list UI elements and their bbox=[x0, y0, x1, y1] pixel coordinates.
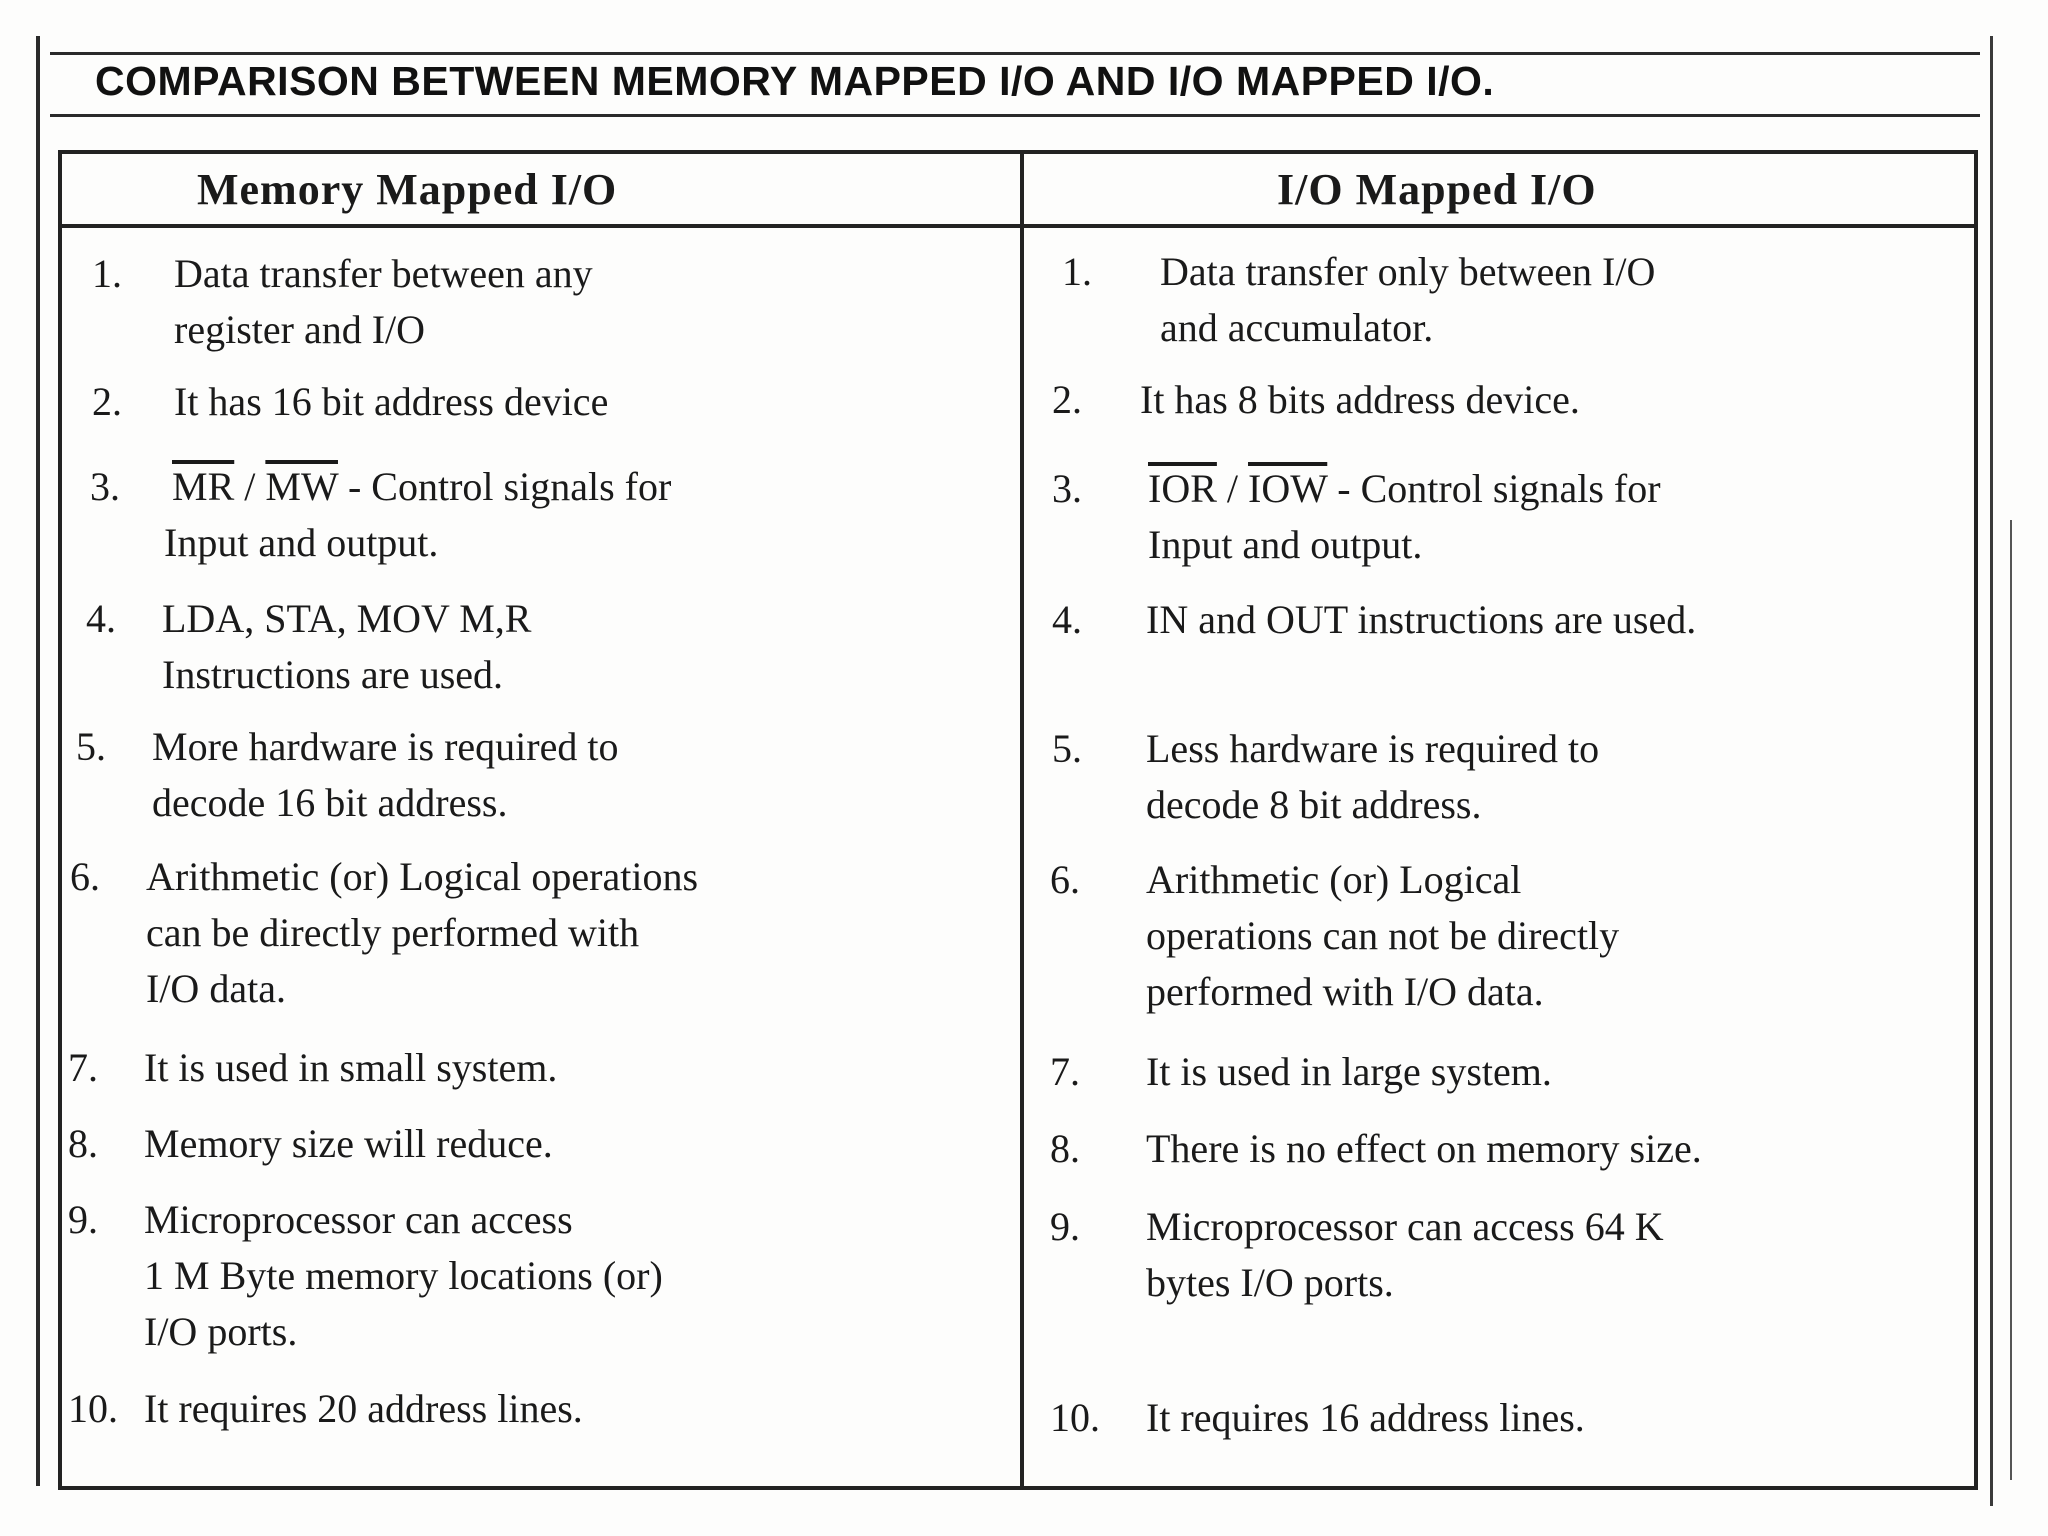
signal-separator: / bbox=[1226, 466, 1239, 511]
item-line: Input and output. bbox=[164, 520, 439, 565]
item-text: IN and OUT instructions are used. bbox=[1146, 592, 1696, 648]
item-line: Less hardware is required to bbox=[1146, 726, 1600, 771]
item-line: register and I/O bbox=[174, 307, 426, 352]
column-divider bbox=[1020, 154, 1024, 1486]
item-text: MR / MW - Control signals for Input and … bbox=[164, 459, 671, 571]
item-number: 3. bbox=[1052, 466, 1082, 511]
header-rule bbox=[62, 224, 1974, 228]
signal-iow: IOW bbox=[1248, 466, 1328, 511]
item-line: decode 16 bit address. bbox=[152, 780, 508, 825]
item-line: It has 8 bits address device. bbox=[1140, 377, 1580, 422]
item-number: 6. bbox=[70, 854, 100, 899]
item-text: It has 16 bit address device bbox=[174, 374, 608, 430]
item-text: Arithmetic (or) Logical operations can n… bbox=[1146, 852, 1619, 1020]
item-number: 9. bbox=[68, 1197, 98, 1242]
item-number: 1. bbox=[92, 251, 122, 296]
item-line: 1 M Byte memory locations (or) bbox=[144, 1253, 663, 1298]
item-number: 4. bbox=[1052, 597, 1082, 642]
item-text: Arithmetic (or) Logical operations can b… bbox=[146, 849, 698, 1017]
item-text: It has 8 bits address device. bbox=[1140, 372, 1580, 428]
item-line: operations can not be directly bbox=[1146, 913, 1620, 958]
item-line: Instructions are used. bbox=[162, 652, 504, 697]
item-line: IOR / IOW - Control signals for bbox=[1148, 461, 1661, 517]
item-number: 7. bbox=[68, 1045, 98, 1090]
item-line: Data transfer between any bbox=[174, 251, 593, 296]
item-rest: - Control signals for bbox=[347, 464, 672, 509]
item-text: It is used in small system. bbox=[144, 1040, 557, 1096]
signal-ior: IOR bbox=[1148, 466, 1217, 511]
page-title: COMPARISON BETWEEN MEMORY MAPPED I/O AND… bbox=[95, 58, 1495, 104]
item-number: 7. bbox=[1050, 1049, 1080, 1094]
page-edge-right-inner bbox=[2010, 520, 2012, 1480]
item-line: It requires 16 address lines. bbox=[1146, 1395, 1585, 1440]
item-line: Arithmetic (or) Logical bbox=[1146, 857, 1522, 902]
item-text: Memory size will reduce. bbox=[144, 1116, 553, 1172]
page-edge-right bbox=[1990, 36, 1993, 1506]
comparison-table: Memory Mapped I/O I/O Mapped I/O 1. Data… bbox=[58, 150, 1978, 1490]
item-line: Data transfer only between I/O bbox=[1160, 249, 1656, 294]
item-text: Data transfer only between I/O and accum… bbox=[1160, 244, 1655, 356]
title-rule-bottom bbox=[50, 114, 1980, 117]
item-number: 2. bbox=[1052, 377, 1082, 422]
item-text: IOR / IOW - Control signals for Input an… bbox=[1148, 461, 1661, 573]
column-header-io-mapped: I/O Mapped I/O bbox=[1277, 165, 1597, 214]
item-line: decode 8 bit address. bbox=[1146, 782, 1482, 827]
item-line: IN and OUT instructions are used. bbox=[1146, 597, 1697, 642]
item-text: Microprocessor can access 1 M Byte memor… bbox=[144, 1192, 663, 1360]
item-number: 1. bbox=[1062, 249, 1092, 294]
title-rule-top bbox=[50, 52, 1980, 55]
item-line: Input and output. bbox=[1148, 522, 1423, 567]
item-number: 3. bbox=[90, 464, 120, 509]
item-number: 10. bbox=[68, 1386, 118, 1431]
item-line: bytes I/O ports. bbox=[1146, 1260, 1394, 1305]
item-text: LDA, STA, MOV M,R Instructions are used. bbox=[162, 591, 531, 703]
item-line: More hardware is required to bbox=[152, 724, 619, 769]
item-number: 5. bbox=[76, 724, 106, 769]
item-line: can be directly performed with bbox=[146, 910, 640, 955]
item-line: LDA, STA, MOV M,R bbox=[162, 596, 532, 641]
item-number: 8. bbox=[1050, 1126, 1080, 1171]
item-number: 2. bbox=[92, 379, 122, 424]
item-rest: - Control signals for bbox=[1337, 466, 1661, 511]
item-line: Microprocessor can access 64 K bbox=[1146, 1204, 1664, 1249]
item-line: It is used in small system. bbox=[144, 1045, 558, 1090]
item-number: 4. bbox=[86, 596, 116, 641]
page-edge-left bbox=[36, 36, 40, 1486]
item-text: It requires 20 address lines. bbox=[144, 1381, 583, 1437]
signal-mr: MR bbox=[172, 464, 235, 509]
item-line: and accumulator. bbox=[1160, 305, 1434, 350]
item-text: Microprocessor can access 64 K bytes I/O… bbox=[1146, 1199, 1664, 1311]
item-text: It requires 16 address lines. bbox=[1146, 1390, 1585, 1446]
item-line: It requires 20 address lines. bbox=[144, 1386, 583, 1431]
item-line: I/O data. bbox=[146, 966, 286, 1011]
item-line: It is used in large system. bbox=[1146, 1049, 1552, 1094]
item-line: MR / MW - Control signals for bbox=[172, 459, 671, 515]
item-number: 9. bbox=[1050, 1204, 1080, 1249]
item-text: More hardware is required to decode 16 b… bbox=[152, 719, 618, 831]
item-number: 5. bbox=[1052, 726, 1082, 771]
signal-separator: / bbox=[244, 464, 256, 509]
item-line: performed with I/O data. bbox=[1146, 969, 1544, 1014]
item-line: Microprocessor can access bbox=[144, 1197, 573, 1242]
item-line: Memory size will reduce. bbox=[144, 1121, 553, 1166]
item-text: It is used in large system. bbox=[1146, 1044, 1552, 1100]
item-text: Data transfer between any register and I… bbox=[174, 246, 593, 358]
item-text: There is no effect on memory size. bbox=[1146, 1121, 1702, 1177]
item-number: 8. bbox=[68, 1121, 98, 1166]
item-line: Arithmetic (or) Logical operations bbox=[146, 854, 699, 899]
item-line: I/O ports. bbox=[144, 1309, 298, 1354]
item-number: 10. bbox=[1050, 1395, 1100, 1440]
item-text: Less hardware is required to decode 8 bi… bbox=[1146, 721, 1599, 833]
item-number: 6. bbox=[1050, 857, 1080, 902]
item-line: There is no effect on memory size. bbox=[1146, 1126, 1702, 1171]
item-line: It has 16 bit address device bbox=[174, 379, 609, 424]
signal-mw: MW bbox=[265, 464, 338, 509]
column-header-memory-mapped: Memory Mapped I/O bbox=[197, 165, 618, 214]
